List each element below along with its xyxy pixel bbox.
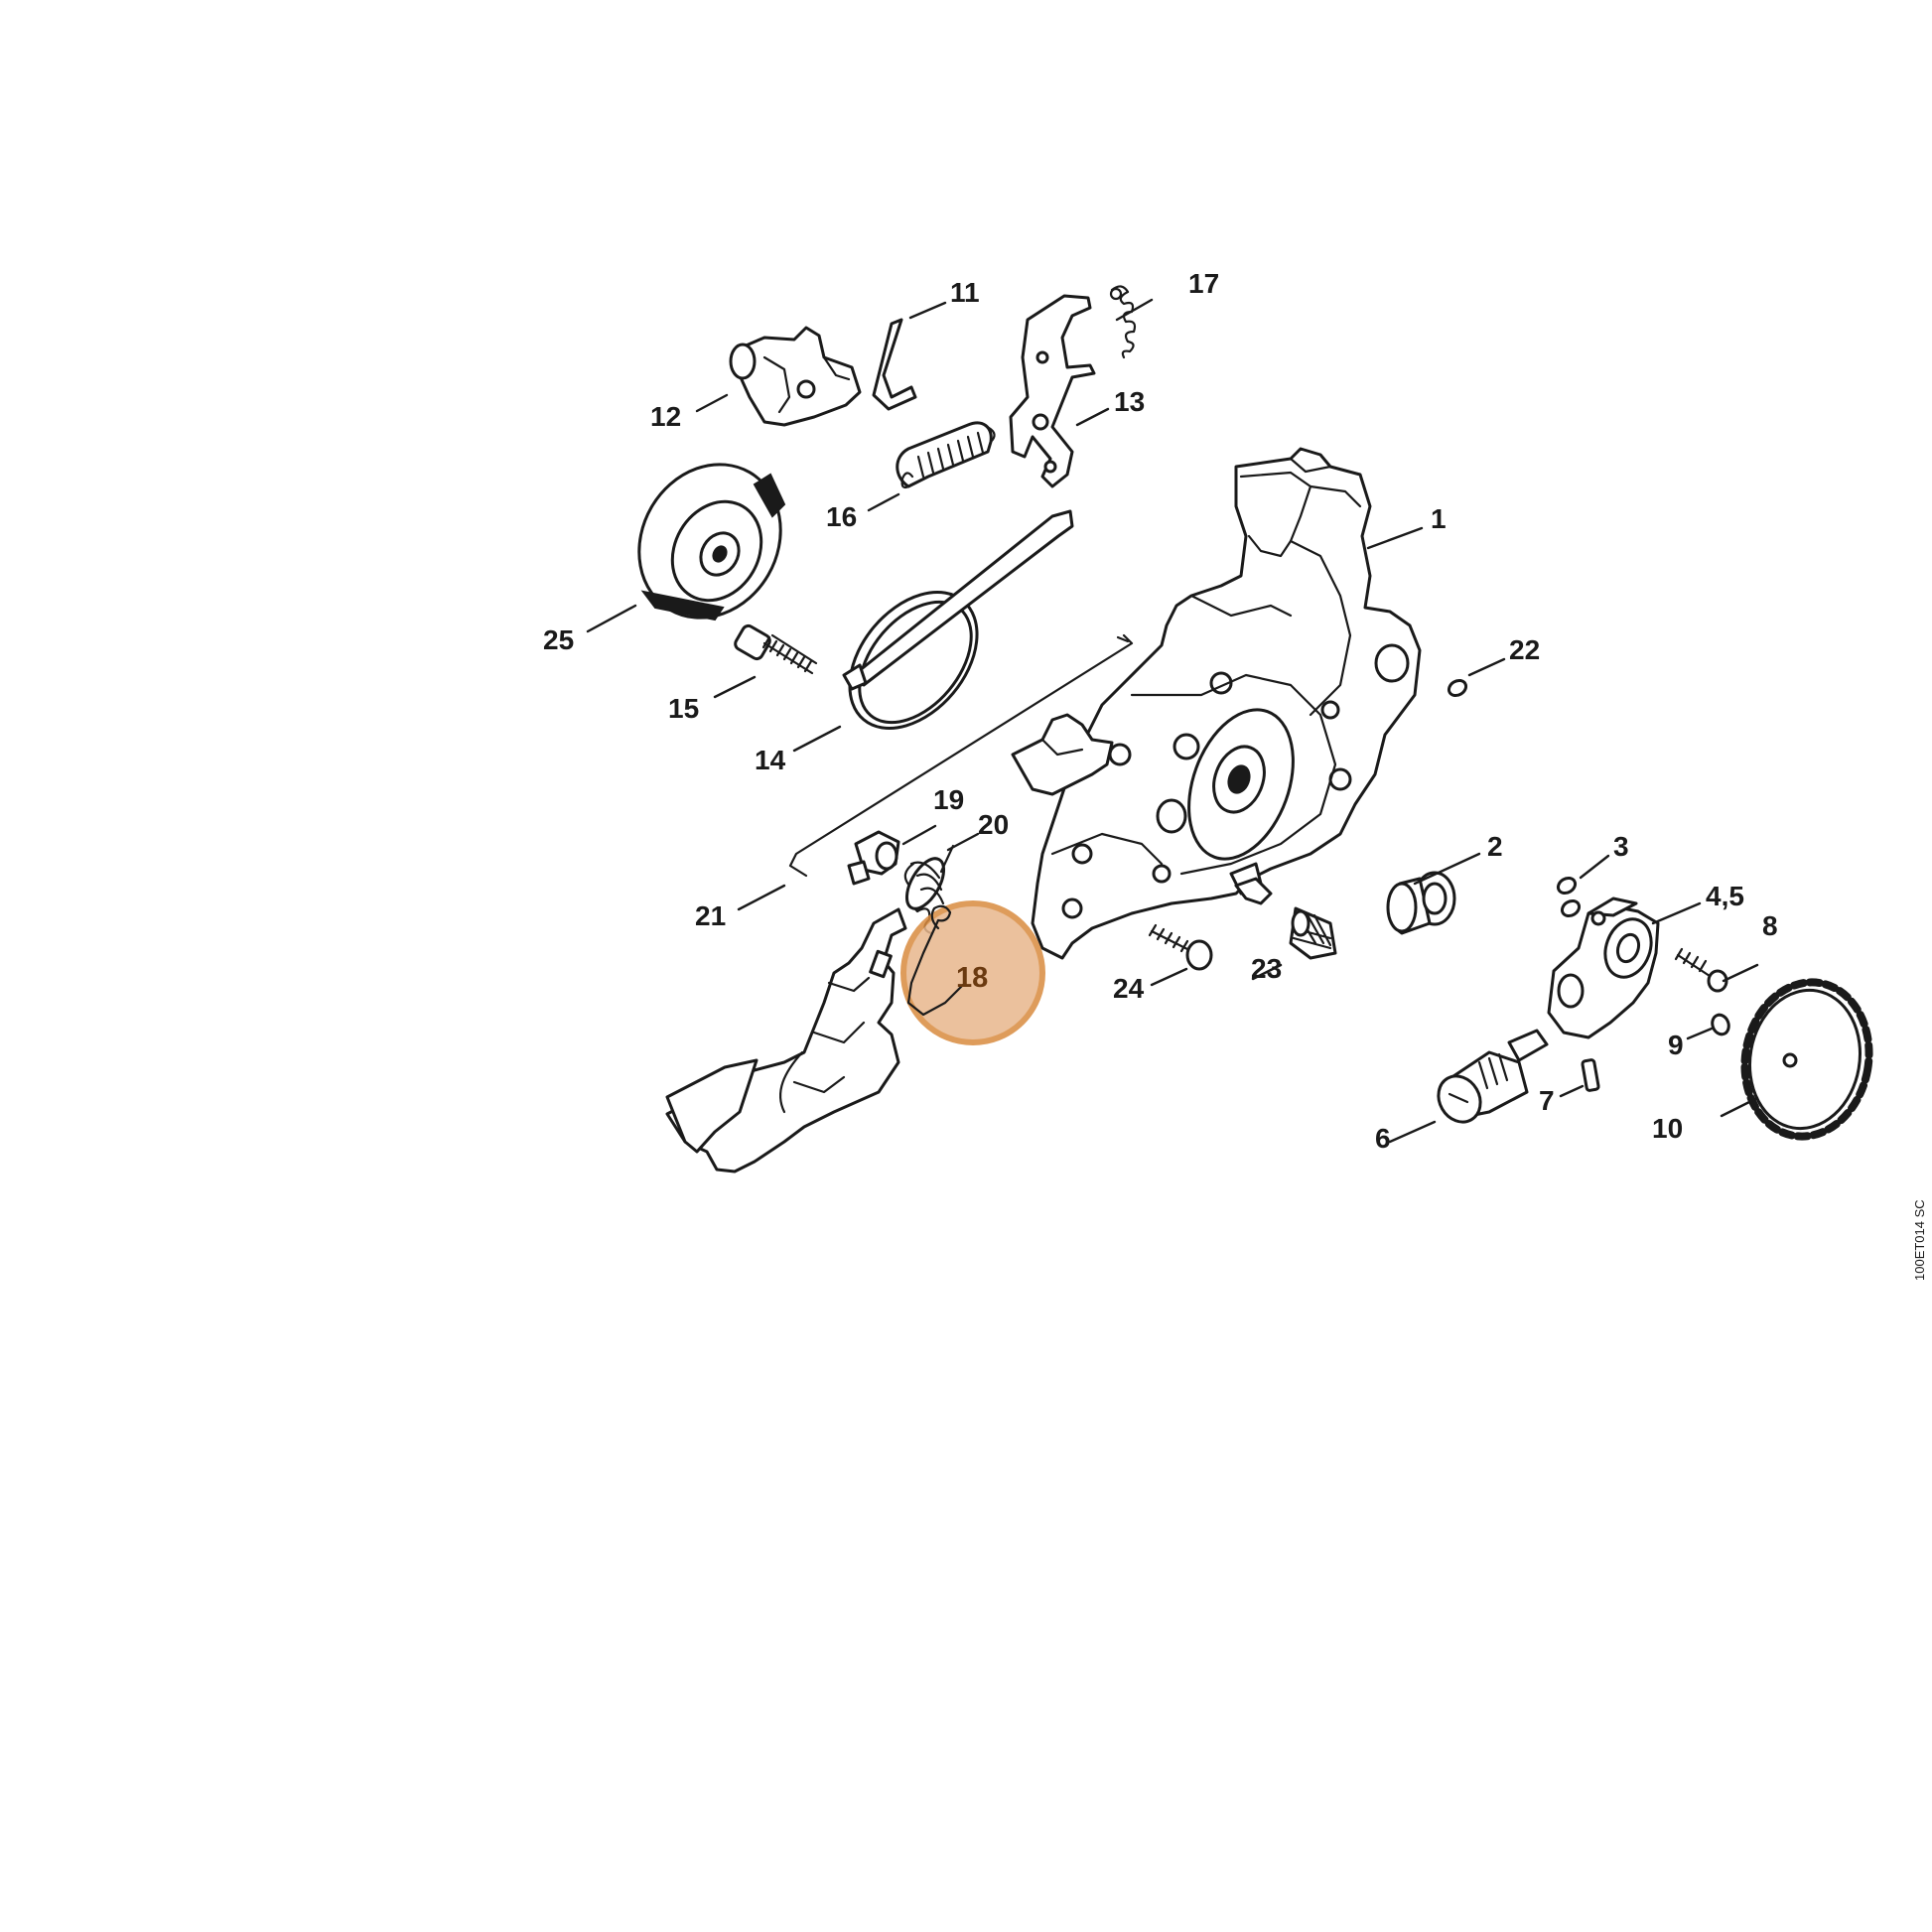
callout-17[interactable]: 17 [1188,268,1219,299]
part-1-drawing[interactable] [1011,447,1422,960]
part-11-drawing[interactable] [872,318,917,411]
callout-10[interactable]: 10 [1652,1113,1683,1144]
callout-12[interactable]: 12 [650,401,681,432]
callout-18[interactable]: 18 [956,962,988,994]
callout-24[interactable]: 24 [1113,973,1145,1004]
callout-25[interactable]: 25 [543,624,574,655]
callout-13[interactable]: 13 [1114,386,1145,417]
part-20-drawing[interactable] [899,844,955,935]
callout-2[interactable]: 2 [1487,831,1503,862]
part-45-drawing[interactable] [1547,897,1660,1039]
part-15-drawing[interactable] [734,623,818,675]
callout-20[interactable]: 20 [978,809,1009,840]
callout-9[interactable]: 9 [1668,1030,1684,1060]
part-21-drawing[interactable] [788,633,1134,878]
part-17-drawing[interactable] [1109,285,1137,359]
part-13-drawing[interactable] [1009,294,1096,488]
callout-6[interactable]: 6 [1375,1123,1391,1154]
part-25-drawing[interactable] [612,439,808,644]
leader-lines [586,298,1759,1144]
callouts: 1 2 3 4,5 6 7 8 9 10 11 12 13 14 15 16 1… [543,268,1778,1154]
part-19-drawing[interactable] [847,830,900,886]
callout-1[interactable]: 1 [1431,503,1447,534]
part-6-drawing[interactable] [1431,1029,1549,1130]
callout-23[interactable]: 23 [1251,953,1282,984]
part-12-drawing[interactable] [729,326,862,427]
part-3-drawing[interactable] [1556,875,1583,918]
part-23-drawing[interactable] [1289,906,1337,960]
callout-21[interactable]: 21 [695,900,726,931]
callout-3[interactable]: 3 [1613,831,1629,862]
part-2-drawing[interactable] [1386,871,1456,935]
callout-22[interactable]: 22 [1509,634,1540,665]
part-18-spring-overlay [906,904,965,1017]
part-22-drawing[interactable] [1447,677,1469,698]
part-18-drawing[interactable] [665,907,907,1173]
part-10-drawing[interactable] [1732,972,1880,1146]
part-8-drawing[interactable] [1674,947,1728,993]
callout-8[interactable]: 8 [1762,910,1778,941]
callout-4-5[interactable]: 4,5 [1706,881,1744,911]
callout-15[interactable]: 15 [668,693,699,724]
part-9-drawing[interactable] [1710,1013,1731,1036]
callout-14[interactable]: 14 [755,745,786,775]
part-16-drawing[interactable] [896,421,996,489]
part-14-drawing[interactable] [824,509,1074,753]
callout-16[interactable]: 16 [826,501,857,532]
part-24-drawing[interactable] [1148,923,1213,971]
callout-19[interactable]: 19 [933,784,964,815]
drawing-code: 100ET014 SC [1912,1199,1927,1281]
callout-7[interactable]: 7 [1539,1085,1555,1116]
part-7-drawing[interactable] [1581,1058,1600,1092]
callout-11[interactable]: 11 [950,277,980,308]
